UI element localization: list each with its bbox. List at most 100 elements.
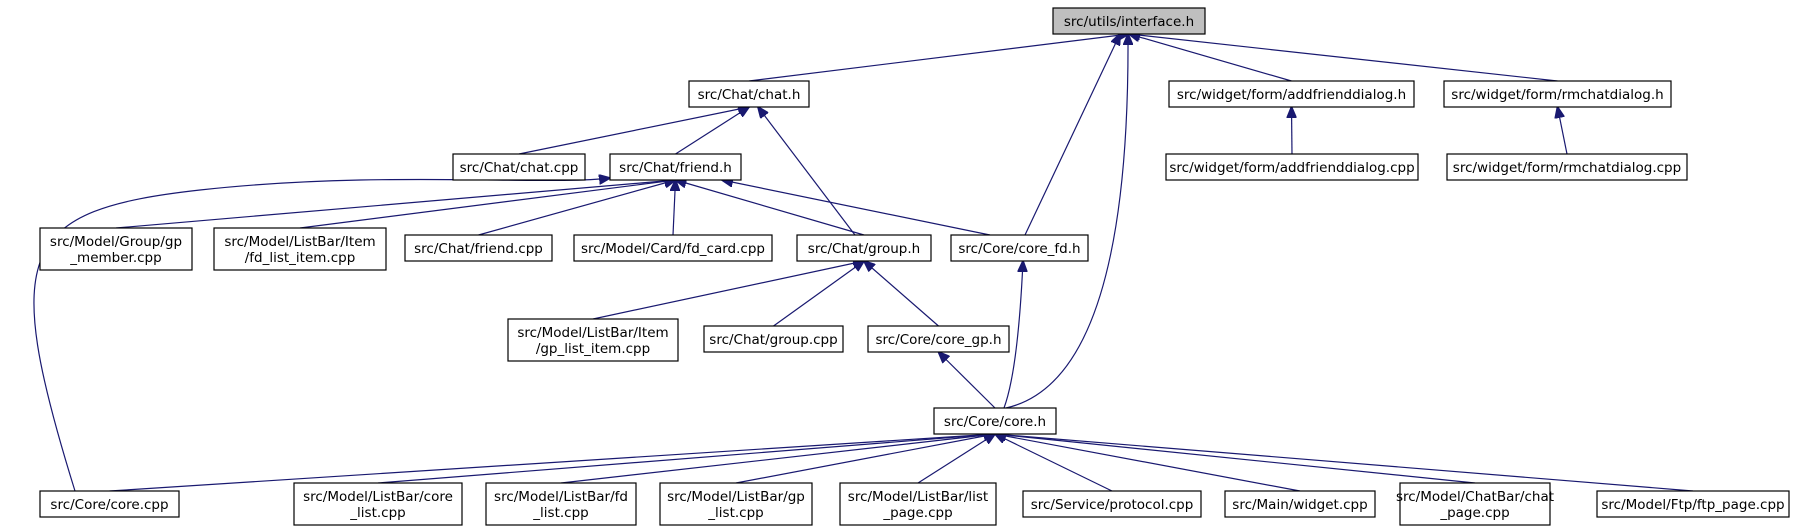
node-chat-page-cpp[interactable]: src/Model/ChatBar/chat_page.cpp <box>1396 482 1554 526</box>
node-rmchat-cpp[interactable]: src/widget/form/rmchatdialog.cpp <box>1446 153 1688 181</box>
edge-fd-list-item-cpp-to-friend-h <box>299 180 676 229</box>
node-fd-list-item-cpp[interactable]: src/Model/ListBar/Item/fd_list_item.cpp <box>213 227 387 271</box>
node-label: src/Chat/chat.cpp <box>460 160 579 176</box>
node-chat-cpp[interactable]: src/Chat/chat.cpp <box>452 153 586 181</box>
node-protocol-cpp[interactable]: src/Service/protocol.cpp <box>1022 490 1202 518</box>
node-box <box>933 407 1057 435</box>
edge-gp-list-item-cpp-to-group-h <box>592 261 864 320</box>
node-box <box>1224 490 1376 518</box>
node-core-h[interactable]: src/Core/core.h <box>933 407 1057 435</box>
node-core-cpp[interactable]: src/Core/core.cpp <box>39 490 180 518</box>
edge-core-cpp-to-core-h <box>109 434 996 492</box>
node-box <box>867 325 1010 353</box>
node-label: src/Model/ListBar/gp <box>667 489 805 505</box>
node-label: src/Model/Group/gp <box>50 234 182 250</box>
node-box <box>39 490 180 518</box>
node-box <box>1446 153 1688 181</box>
node-box <box>404 234 553 262</box>
node-addfriend-h[interactable]: src/widget/form/addfrienddialog.h <box>1168 80 1415 108</box>
edge-group-cpp-to-group-h <box>773 261 865 327</box>
node-label: src/widget/form/rmchatdialog.h <box>1451 87 1663 103</box>
node-label: /fd_list_item.cpp <box>245 250 356 266</box>
edge-fd-card-cpp-to-friend-h <box>673 180 676 236</box>
node-gp-list-cpp[interactable]: src/Model/ListBar/gp_list.cpp <box>659 482 813 526</box>
node-box <box>1399 482 1551 526</box>
node-label: src/Model/ChatBar/chat <box>1396 489 1554 505</box>
node-rmchat-h[interactable]: src/widget/form/rmchatdialog.h <box>1443 80 1672 108</box>
node-box <box>1165 153 1419 181</box>
node-fd-list-cpp[interactable]: src/Model/ListBar/fd_list.cpp <box>485 482 637 526</box>
node-chat-h[interactable]: src/Chat/chat.h <box>688 80 810 108</box>
node-box <box>703 325 844 353</box>
edge-core-h-to-interface-h <box>1005 34 1128 409</box>
edge-fd-list-cpp-to-core-h <box>560 434 995 484</box>
edge-core-fd-h-to-interface-h <box>1024 34 1120 236</box>
edges-layer <box>33 34 1694 492</box>
node-box <box>1443 80 1672 108</box>
node-label: _page.cpp <box>882 505 952 521</box>
edge-gp-member-cpp-to-friend-h <box>115 180 676 229</box>
node-label: src/Core/core_gp.h <box>875 332 1001 348</box>
edge-core-list-cpp-to-core-h <box>377 434 995 484</box>
edge-core-h-to-core-gp-h <box>939 352 996 409</box>
node-label: _list.cpp <box>707 505 763 521</box>
node-list-page-cpp[interactable]: src/Model/ListBar/list_page.cpp <box>839 482 997 526</box>
node-label: src/Main/widget.cpp <box>1232 497 1367 513</box>
node-label: src/Model/ListBar/list <box>848 489 988 505</box>
edge-chat-cpp-to-chat-h <box>518 107 749 155</box>
node-friend-cpp[interactable]: src/Chat/friend.cpp <box>404 234 553 262</box>
node-label: src/Chat/chat.h <box>698 87 801 103</box>
edge-rmchat-h-to-interface-h <box>1129 34 1558 82</box>
edge-group-h-to-friend-h <box>676 180 865 236</box>
node-label: _list.cpp <box>532 505 588 521</box>
node-label: src/widget/form/addfrienddialog.cpp <box>1169 160 1414 176</box>
node-label: src/Core/core_fd.h <box>958 241 1080 257</box>
node-label: src/utils/interface.h <box>1064 14 1194 30</box>
node-label: src/Chat/group.h <box>808 241 920 257</box>
node-box <box>1168 80 1415 108</box>
edge-gp-list-cpp-to-core-h <box>735 434 995 484</box>
edge-friend-cpp-to-friend-h <box>478 180 676 236</box>
edge-core-gp-h-to-group-h <box>864 261 939 327</box>
edge-chat-page-cpp-to-core-h <box>995 434 1476 484</box>
edge-core-fd-h-to-friend-h <box>722 180 991 236</box>
node-core-fd-h[interactable]: src/Core/core_fd.h <box>950 234 1089 262</box>
node-box <box>796 234 932 262</box>
node-label: src/Model/ListBar/Item <box>517 325 668 341</box>
node-fd-card-cpp[interactable]: src/Model/Card/fd_card.cpp <box>573 234 773 262</box>
node-box <box>1596 490 1790 518</box>
node-addfriend-cpp[interactable]: src/widget/form/addfrienddialog.cpp <box>1165 153 1419 181</box>
node-core-gp-h[interactable]: src/Core/core_gp.h <box>867 325 1010 353</box>
node-label: _member.cpp <box>69 250 161 266</box>
node-box <box>293 482 463 526</box>
node-ftp-page-cpp[interactable]: src/Model/Ftp/ftp_page.cpp <box>1596 490 1790 518</box>
node-box <box>452 153 586 181</box>
node-box <box>839 482 997 526</box>
node-label: _page.cpp <box>1439 505 1509 521</box>
node-widget-cpp[interactable]: src/Main/widget.cpp <box>1224 490 1376 518</box>
edge-widget-cpp-to-core-h <box>995 434 1301 492</box>
node-interface-h[interactable]: src/utils/interface.h <box>1052 7 1206 35</box>
edge-ftp-page-cpp-to-core-h <box>995 434 1694 492</box>
node-box <box>213 227 387 271</box>
node-friend-h[interactable]: src/Chat/friend.h <box>609 153 742 181</box>
node-label: src/widget/form/rmchatdialog.cpp <box>1453 160 1681 176</box>
edge-chat-h-to-interface-h <box>748 34 1129 82</box>
node-group-h[interactable]: src/Chat/group.h <box>796 234 932 262</box>
node-gp-member-cpp[interactable]: src/Model/Group/gp_member.cpp <box>39 227 193 271</box>
node-label: src/widget/form/addfrienddialog.h <box>1177 87 1406 103</box>
edge-protocol-cpp-to-core-h <box>995 434 1113 492</box>
node-label: src/Model/ListBar/fd <box>494 489 628 505</box>
node-box <box>659 482 813 526</box>
node-box <box>1052 7 1206 35</box>
node-label: src/Model/ListBar/Item <box>224 234 375 250</box>
node-group-cpp[interactable]: src/Chat/group.cpp <box>703 325 844 353</box>
node-label: src/Core/core.cpp <box>50 497 168 513</box>
node-gp-list-item-cpp[interactable]: src/Model/ListBar/Item/gp_list_item.cpp <box>507 318 679 362</box>
nodes-layer: src/utils/interface.h src/Chat/chat.h src/… <box>39 7 1790 526</box>
node-box <box>485 482 637 526</box>
node-box <box>609 153 742 181</box>
edge-core-h-to-core-fd-h <box>1003 261 1023 409</box>
node-core-list-cpp[interactable]: src/Model/ListBar/core_list.cpp <box>293 482 463 526</box>
